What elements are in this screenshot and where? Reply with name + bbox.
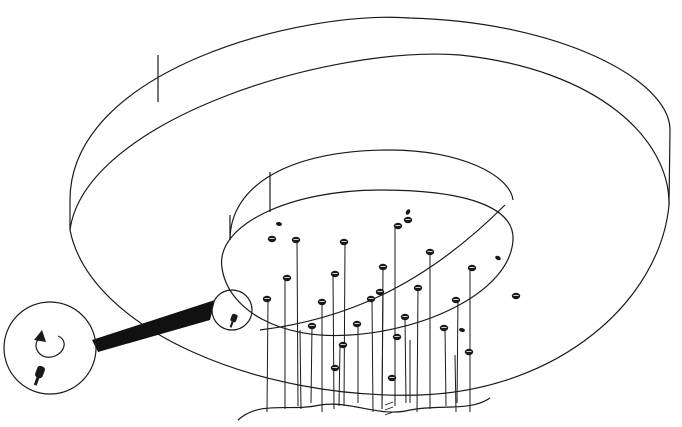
wire-line <box>454 354 457 413</box>
screw-icon <box>330 270 340 278</box>
detail-callout <box>3 289 253 395</box>
screw-icon <box>262 295 272 303</box>
screw-icon <box>338 341 348 349</box>
screw-icon <box>352 320 362 328</box>
screw-icon <box>339 238 349 246</box>
screw-icon <box>439 324 449 332</box>
screw-icon <box>451 296 461 304</box>
wire-line <box>266 299 269 413</box>
callout-beam <box>92 300 215 352</box>
screw-icon <box>400 313 410 321</box>
callout-detail-circle <box>3 301 97 395</box>
loose-screw-icon <box>459 327 465 333</box>
screw-icon <box>378 263 388 271</box>
wire-line <box>310 326 313 404</box>
wire-line <box>381 294 384 410</box>
screw-icon <box>387 374 397 382</box>
outer-canopy-top-rim <box>69 16 671 201</box>
screw-icon <box>403 216 413 224</box>
wire-line <box>371 298 374 413</box>
wire-line <box>456 297 459 404</box>
callout-screw-icon <box>33 365 45 386</box>
callout-arrowhead <box>34 330 46 342</box>
screw-icon <box>267 235 277 243</box>
wire-line <box>416 287 419 413</box>
screw-icon <box>425 248 435 256</box>
screw-icon <box>317 298 327 306</box>
loose-screw-icon <box>276 221 282 227</box>
screw-icon <box>366 295 376 303</box>
screw-icon <box>330 364 340 372</box>
screw-icon <box>392 333 402 341</box>
mounting-plate <box>221 189 514 337</box>
screw-icon <box>413 284 423 292</box>
wire-line <box>404 316 407 404</box>
screw-icon <box>511 292 521 300</box>
screw-set <box>262 209 521 382</box>
screw-icon <box>282 274 292 282</box>
wire-line <box>296 239 299 407</box>
mounting-plate-face <box>221 189 514 337</box>
wire-line <box>332 274 335 410</box>
outer-canopy-inner-rim <box>69 53 670 231</box>
outer-canopy-side-right <box>668 129 671 206</box>
loose-screw-icon <box>495 255 501 261</box>
mounting-plate-diagonal-edge <box>259 204 506 331</box>
screw-icon <box>375 288 385 296</box>
screw-icon <box>467 264 477 272</box>
inner-ring <box>229 149 514 241</box>
wire-line <box>338 344 341 407</box>
screw-icon <box>307 322 317 330</box>
callout-source-circle <box>211 289 253 331</box>
wire-line <box>343 242 346 407</box>
wire-line <box>299 329 302 410</box>
wire-bundle <box>266 226 471 413</box>
wire-bundle-base <box>237 397 491 421</box>
loose-screw-icon <box>405 209 411 215</box>
screw-icon <box>464 348 474 356</box>
callout-rotation-arrow-icon <box>35 335 65 358</box>
outer-canopy <box>69 16 671 396</box>
source-screw-icon <box>229 313 238 328</box>
screw-icon <box>291 236 301 244</box>
outer-canopy-bottom-edge <box>69 204 670 396</box>
screw-icon <box>393 222 403 230</box>
wire-twist-marks <box>384 401 394 416</box>
inner-ring-back <box>229 149 514 241</box>
wire-line <box>444 327 447 407</box>
